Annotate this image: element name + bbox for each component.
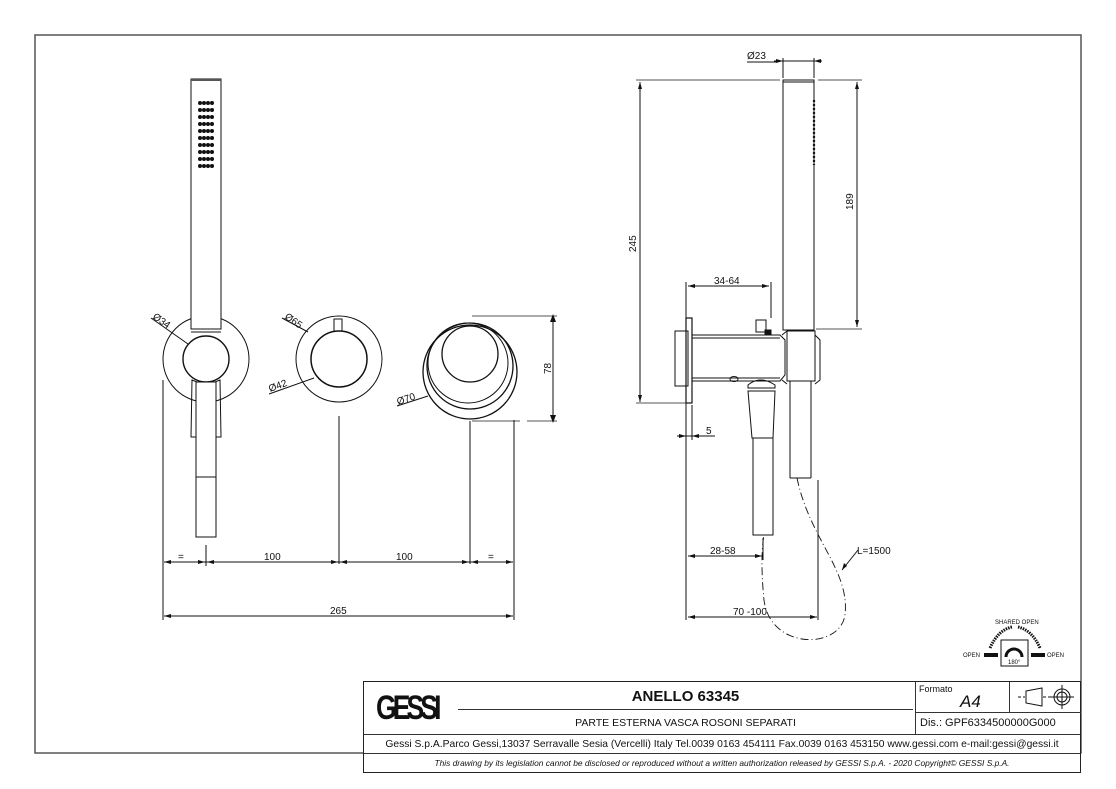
spray-nozzle <box>202 122 206 126</box>
spray-nozzle <box>210 129 214 133</box>
spray-nozzle <box>198 164 202 168</box>
dim-78: 78 <box>543 362 554 374</box>
legal-notice: This drawing by its legislation cannot b… <box>434 758 1010 768</box>
brand-logo-text: GESSI <box>376 688 441 727</box>
dim-70-100: 70 -100 <box>733 607 767 618</box>
spray-nozzle <box>198 129 202 133</box>
spray-nozzle <box>210 101 214 105</box>
format-value: A4 <box>960 692 981 711</box>
spray-nozzle <box>210 164 214 168</box>
spray-nozzle <box>206 108 210 112</box>
spray-nozzle <box>206 101 210 105</box>
handshower-side <box>782 79 815 331</box>
mixer-knob <box>310 330 368 388</box>
dim-245-label: 245 <box>628 235 639 252</box>
spray-nozzle <box>202 157 206 161</box>
spray-nozzle <box>198 122 202 126</box>
spout-front-view <box>422 314 557 620</box>
format-label: Formato <box>919 684 953 694</box>
hose-connector <box>195 381 217 538</box>
operation-symbol <box>984 625 1045 667</box>
spray-nozzle <box>206 164 210 168</box>
spray-nozzle <box>202 143 206 147</box>
format-cell: Formato A4 <box>915 682 1009 713</box>
brand-logo: GESSI <box>364 682 458 734</box>
label-open-right: OPEN <box>1047 653 1064 659</box>
mixer-rosette <box>295 315 383 403</box>
dim-hose-length: L=1500 <box>857 546 891 557</box>
mixer-front-view <box>295 315 383 564</box>
side-view <box>636 58 862 641</box>
spray-nozzle <box>198 101 202 105</box>
spray-nozzle <box>202 150 206 154</box>
dim-dia-70: Ø70 <box>396 391 418 407</box>
holder-knob <box>182 335 230 383</box>
spray-nozzle <box>198 157 202 161</box>
spray-nozzle <box>202 136 206 140</box>
spray-nozzle <box>202 164 206 168</box>
spray-nozzle <box>202 115 206 119</box>
spray-nozzle <box>198 108 202 112</box>
spray-nozzle <box>210 143 214 147</box>
spray-nozzles <box>198 101 214 168</box>
spray-nozzle <box>202 129 206 133</box>
dim-189: 189 <box>845 193 856 210</box>
dim-total-width-label: 265 <box>330 606 347 617</box>
spray-nozzle <box>202 101 206 105</box>
knob-indicator <box>333 318 343 332</box>
dim-5: 5 <box>706 426 712 437</box>
hose <box>761 477 846 641</box>
spray-nozzle <box>210 157 214 161</box>
spray-nozzle <box>206 136 210 140</box>
dim-28-58: 28-58 <box>710 546 736 557</box>
spray-nozzle <box>206 150 210 154</box>
dim-dia-42: Ø42 <box>267 378 289 395</box>
dim-equal-left: = <box>178 552 184 563</box>
company-info: Gessi S.p.A.Parco Gessi,13037 Serravalle… <box>364 734 1080 754</box>
label-open-left: OPEN <box>963 653 980 659</box>
dim-spacing-2: 100 <box>396 552 413 563</box>
document-subtitle: PARTE ESTERNA VASCA ROSONI SEPARATI <box>575 717 796 729</box>
spray-nozzle <box>198 143 202 147</box>
spray-nozzle <box>198 115 202 119</box>
spray-nozzle <box>210 122 214 126</box>
title-block: GESSI ANELLO 63345 PARTE ESTERNA VASCA R… <box>363 681 1081 773</box>
dim-spacing-1: 100 <box>264 552 281 563</box>
spout-outlet <box>441 325 499 383</box>
spout-rosette <box>422 324 518 420</box>
spray-nozzle <box>206 115 210 119</box>
dim-dia-34: Ø34 <box>150 311 172 331</box>
spray-nozzle <box>198 150 202 154</box>
dim-34-64: 34-64 <box>714 276 740 287</box>
spray-nozzle <box>210 150 214 154</box>
projection-symbol-cell <box>1009 682 1081 713</box>
document-title: ANELLO 63345 <box>458 684 913 710</box>
handshower-body <box>190 78 222 330</box>
label-shared-open: SHARED OPEN <box>995 620 1039 626</box>
spray-nozzle <box>210 108 214 112</box>
spray-nozzle <box>210 115 214 119</box>
spray-nozzle <box>206 143 210 147</box>
dim-equal-right: = <box>488 552 494 563</box>
drawing-number: Dis.: GPF6334500000G000 <box>915 713 1081 734</box>
first-angle-projection-icon <box>1018 685 1074 709</box>
spray-nozzle <box>206 157 210 161</box>
handshower-front-view <box>162 78 250 538</box>
spray-nozzle <box>206 129 210 133</box>
dim-dia-23: Ø23 <box>747 51 766 62</box>
spray-nozzle <box>198 136 202 140</box>
spray-nozzle <box>206 122 210 126</box>
spray-nozzle <box>210 136 214 140</box>
spray-nozzle <box>202 108 206 112</box>
label-rotation: 180° <box>1008 660 1021 666</box>
